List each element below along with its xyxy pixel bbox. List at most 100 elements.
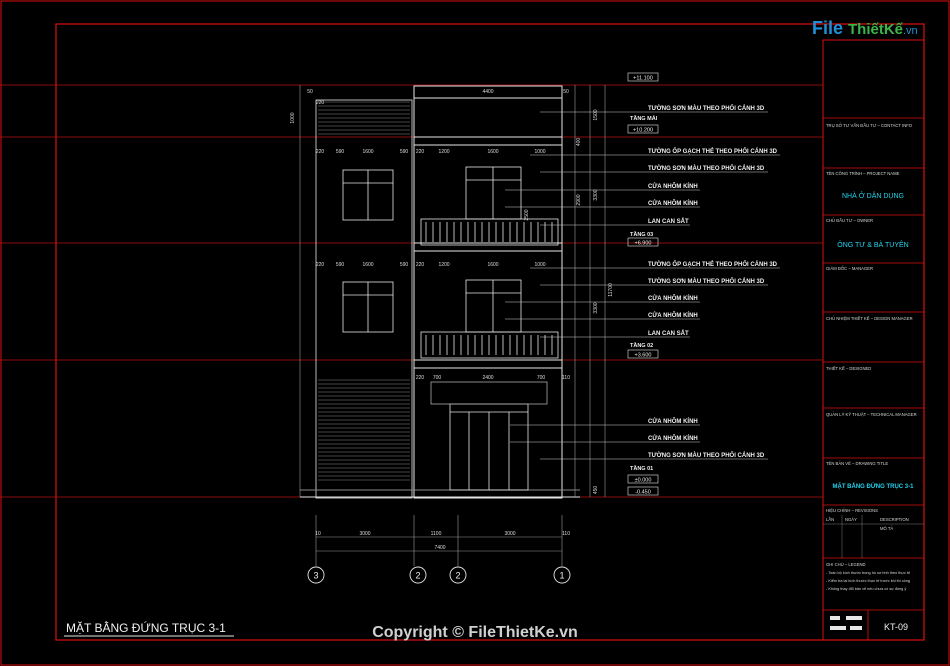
tb-rev-col1: LẦN [826, 517, 834, 522]
dim-v-2900: 2900 [576, 194, 582, 205]
dim-row-220b: 220 [416, 149, 425, 155]
level-tang2-label: TẦNG 02 [630, 342, 653, 349]
dim-220-top: 220 [316, 100, 325, 106]
note-f2-paint: TƯỜNG SƠN MÀU THEO PHỐI CẢNH 3D [648, 277, 765, 285]
note-f1-door1: CỬA NHÔM KÍNH [648, 417, 698, 425]
dim-bottom-10: 10 [315, 531, 321, 537]
dim-total-7400: 7400 [434, 545, 445, 551]
tb-director-label: GIÁM ĐỐC – MANAGER [826, 266, 873, 271]
dim-50b: 50 [563, 89, 569, 95]
level-lines [0, 84, 823, 498]
note-f2-rail: LAN CAN SẮT [648, 329, 689, 337]
tb-note3: - Không thay đổi bản vẽ nếu chưa có sự đ… [826, 587, 906, 591]
level-tang1: ±0.000 [635, 478, 652, 484]
tb-designer-label: THIẾT KẾ – DESIGNED [826, 366, 871, 371]
tb-owner-name: ÔNG TƯ & BÀ TUYÊN [837, 240, 908, 249]
dim-g-110: 110 [562, 375, 570, 381]
dim-50a: 50 [307, 89, 313, 95]
dim-g-220: 220 [416, 375, 425, 381]
axis-markers: 3 2 2 1 [307, 566, 571, 584]
dim-bottom-3000b: 3000 [504, 531, 515, 537]
dim-row-1200: 1200 [438, 149, 449, 155]
dim-v-1000: 1000 [290, 112, 296, 123]
tb-tech-manager-label: QUẢN LÝ KỸ THUẬT – TECHNICAL MANAGER [826, 412, 917, 417]
tb-stamp-bar3 [830, 626, 846, 630]
main-facade [300, 85, 580, 499]
tb-note2: - Kiểm tra lại kích thước thực tế trước … [826, 579, 910, 583]
tb-stamp-bar2 [846, 616, 862, 620]
dim-v-11700: 11700 [608, 283, 614, 297]
tb-stamp-bar4 [850, 626, 862, 630]
dim-row2-1000: 1000 [534, 262, 545, 268]
tb-sheet-title-label: TÊN BẢN VẼ – DRAWING TITLE [826, 461, 888, 466]
axis-label-1: 1 [559, 571, 564, 581]
dim-row-1600b: 1600 [487, 149, 498, 155]
axis-bubble-2b [449, 566, 467, 584]
side-windows [342, 169, 394, 333]
note-f3-paint: TƯỜNG SƠN MÀU THEO PHỐI CẢNH 3D [648, 164, 765, 172]
note-f2-door1: CỬA NHÔM KÍNH [648, 294, 698, 302]
tb-project-label: TÊN CÔNG TRÌNH – PROJECT NAME [826, 171, 900, 176]
tb-owner-label: CHỦ ĐẦU TƯ – OWNER [826, 218, 873, 223]
dim-row-590: 590 [336, 149, 345, 155]
dim-v-400: 400 [576, 138, 582, 147]
note-f2-door2: CỬA NHÔM KÍNH [648, 311, 698, 319]
level-tang1-label: TẦNG 01 [630, 465, 653, 472]
dim-bottom-3000: 3000 [359, 531, 370, 537]
tb-rev-col4: DESCRIPTION [880, 517, 909, 522]
dim-row2-1600: 1600 [362, 262, 373, 268]
dim-g-700b: 700 [537, 375, 546, 381]
ground-floor-door [430, 381, 548, 491]
annotations: TƯỜNG SƠN MÀU THEO PHỐI CẢNH 3D TƯỜNG ỐP… [648, 104, 778, 459]
axis-bubble-3 [307, 566, 325, 584]
level-tang3-label: TẦNG 03 [630, 231, 653, 238]
svg-text:.vn: .vn [903, 25, 918, 37]
note-f2-tile: TƯỜNG ỐP GẠCH THẺ THEO PHỐI CẢNH 3D [648, 260, 778, 268]
dim-v-3300: 3300 [593, 189, 599, 200]
dim-v-450: 450 [593, 486, 599, 495]
axis-label-2a: 2 [415, 571, 420, 581]
note-f1-paint: TƯỜNG SƠN MÀU THEO PHỐI CẢNH 3D [648, 451, 765, 459]
dim-row-1000: 1000 [534, 149, 545, 155]
note-f3-tile: TƯỜNG ỐP GẠCH THẺ THEO PHỐI CẢNH 3D [648, 147, 778, 155]
vertical-dimensions [299, 85, 606, 497]
balcony-railings [420, 218, 559, 359]
dim-v-3300b: 3300 [593, 302, 599, 313]
level-tang-mai-label: TẦNG MÁI [630, 115, 658, 122]
annotation-leaders [505, 111, 780, 460]
svg-text:File: File [812, 18, 843, 38]
axis-label-3: 3 [313, 571, 318, 581]
tb-design-manager-label: CHỦ NHIỆM THIẾT KẾ – DESIGN MANAGER [826, 316, 913, 321]
level-tang3: +6.900 [635, 241, 652, 247]
dim-row2-1600b: 1600 [487, 262, 498, 268]
level-marks: +11.100 TẦNG MÁI +10.200 TẦNG 03 +6.900 … [627, 72, 659, 496]
copyright-watermark: Copyright © FileThietKe.vn [372, 624, 578, 641]
axis-bubble-1 [553, 566, 571, 584]
title-block: TRỤ SỞ TƯ VẤN ĐẦU TƯ – CONTACT INFO TÊN … [822, 39, 925, 641]
tb-project-name: NHÀ Ở DÂN DỤNG [842, 191, 904, 200]
tb-sheet-number: KT-09 [884, 622, 908, 632]
tb-note1: - Toàn bộ kích thước trong hồ sơ tính th… [826, 571, 911, 575]
dim-row2-220b: 220 [416, 262, 425, 268]
dim-bottom-110: 110 [562, 531, 570, 537]
tb-stamp-bar1 [830, 616, 840, 620]
tb-contact-label: TRỤ SỞ TƯ VẤN ĐẦU TƯ – CONTACT INFO [826, 123, 913, 128]
level-top: +11.100 [633, 76, 653, 82]
tb-revision-label: HIỆU CHỈNH – REVISIONS [826, 508, 878, 513]
tb-sheet-title: MẶT BẰNG ĐỨNG TRỤC 3-1 [833, 482, 915, 490]
dim-row2-590: 590 [336, 262, 345, 268]
note-f1-door2: CỬA NHÔM KÍNH [648, 434, 698, 442]
dim-row2-590b: 590 [400, 262, 409, 268]
bottom-dimensions [315, 515, 563, 566]
dim-g-700: 700 [433, 375, 442, 381]
note-f3-rail: LAN CAN SẮT [648, 217, 689, 225]
upper-doors [465, 166, 522, 333]
level-tang-mai: +10.200 [633, 128, 653, 134]
dim-bottom-1100: 1100 [431, 531, 442, 537]
tb-rev-col2: NGÀY [845, 517, 857, 522]
dim-row-220: 220 [316, 149, 325, 155]
drawing-title: MẶT BẰNG ĐỨNG TRỤC 3-1 [66, 620, 226, 635]
tb-rev-col3: MÔ TẢ [880, 526, 893, 531]
dim-row2-1200: 1200 [438, 262, 449, 268]
